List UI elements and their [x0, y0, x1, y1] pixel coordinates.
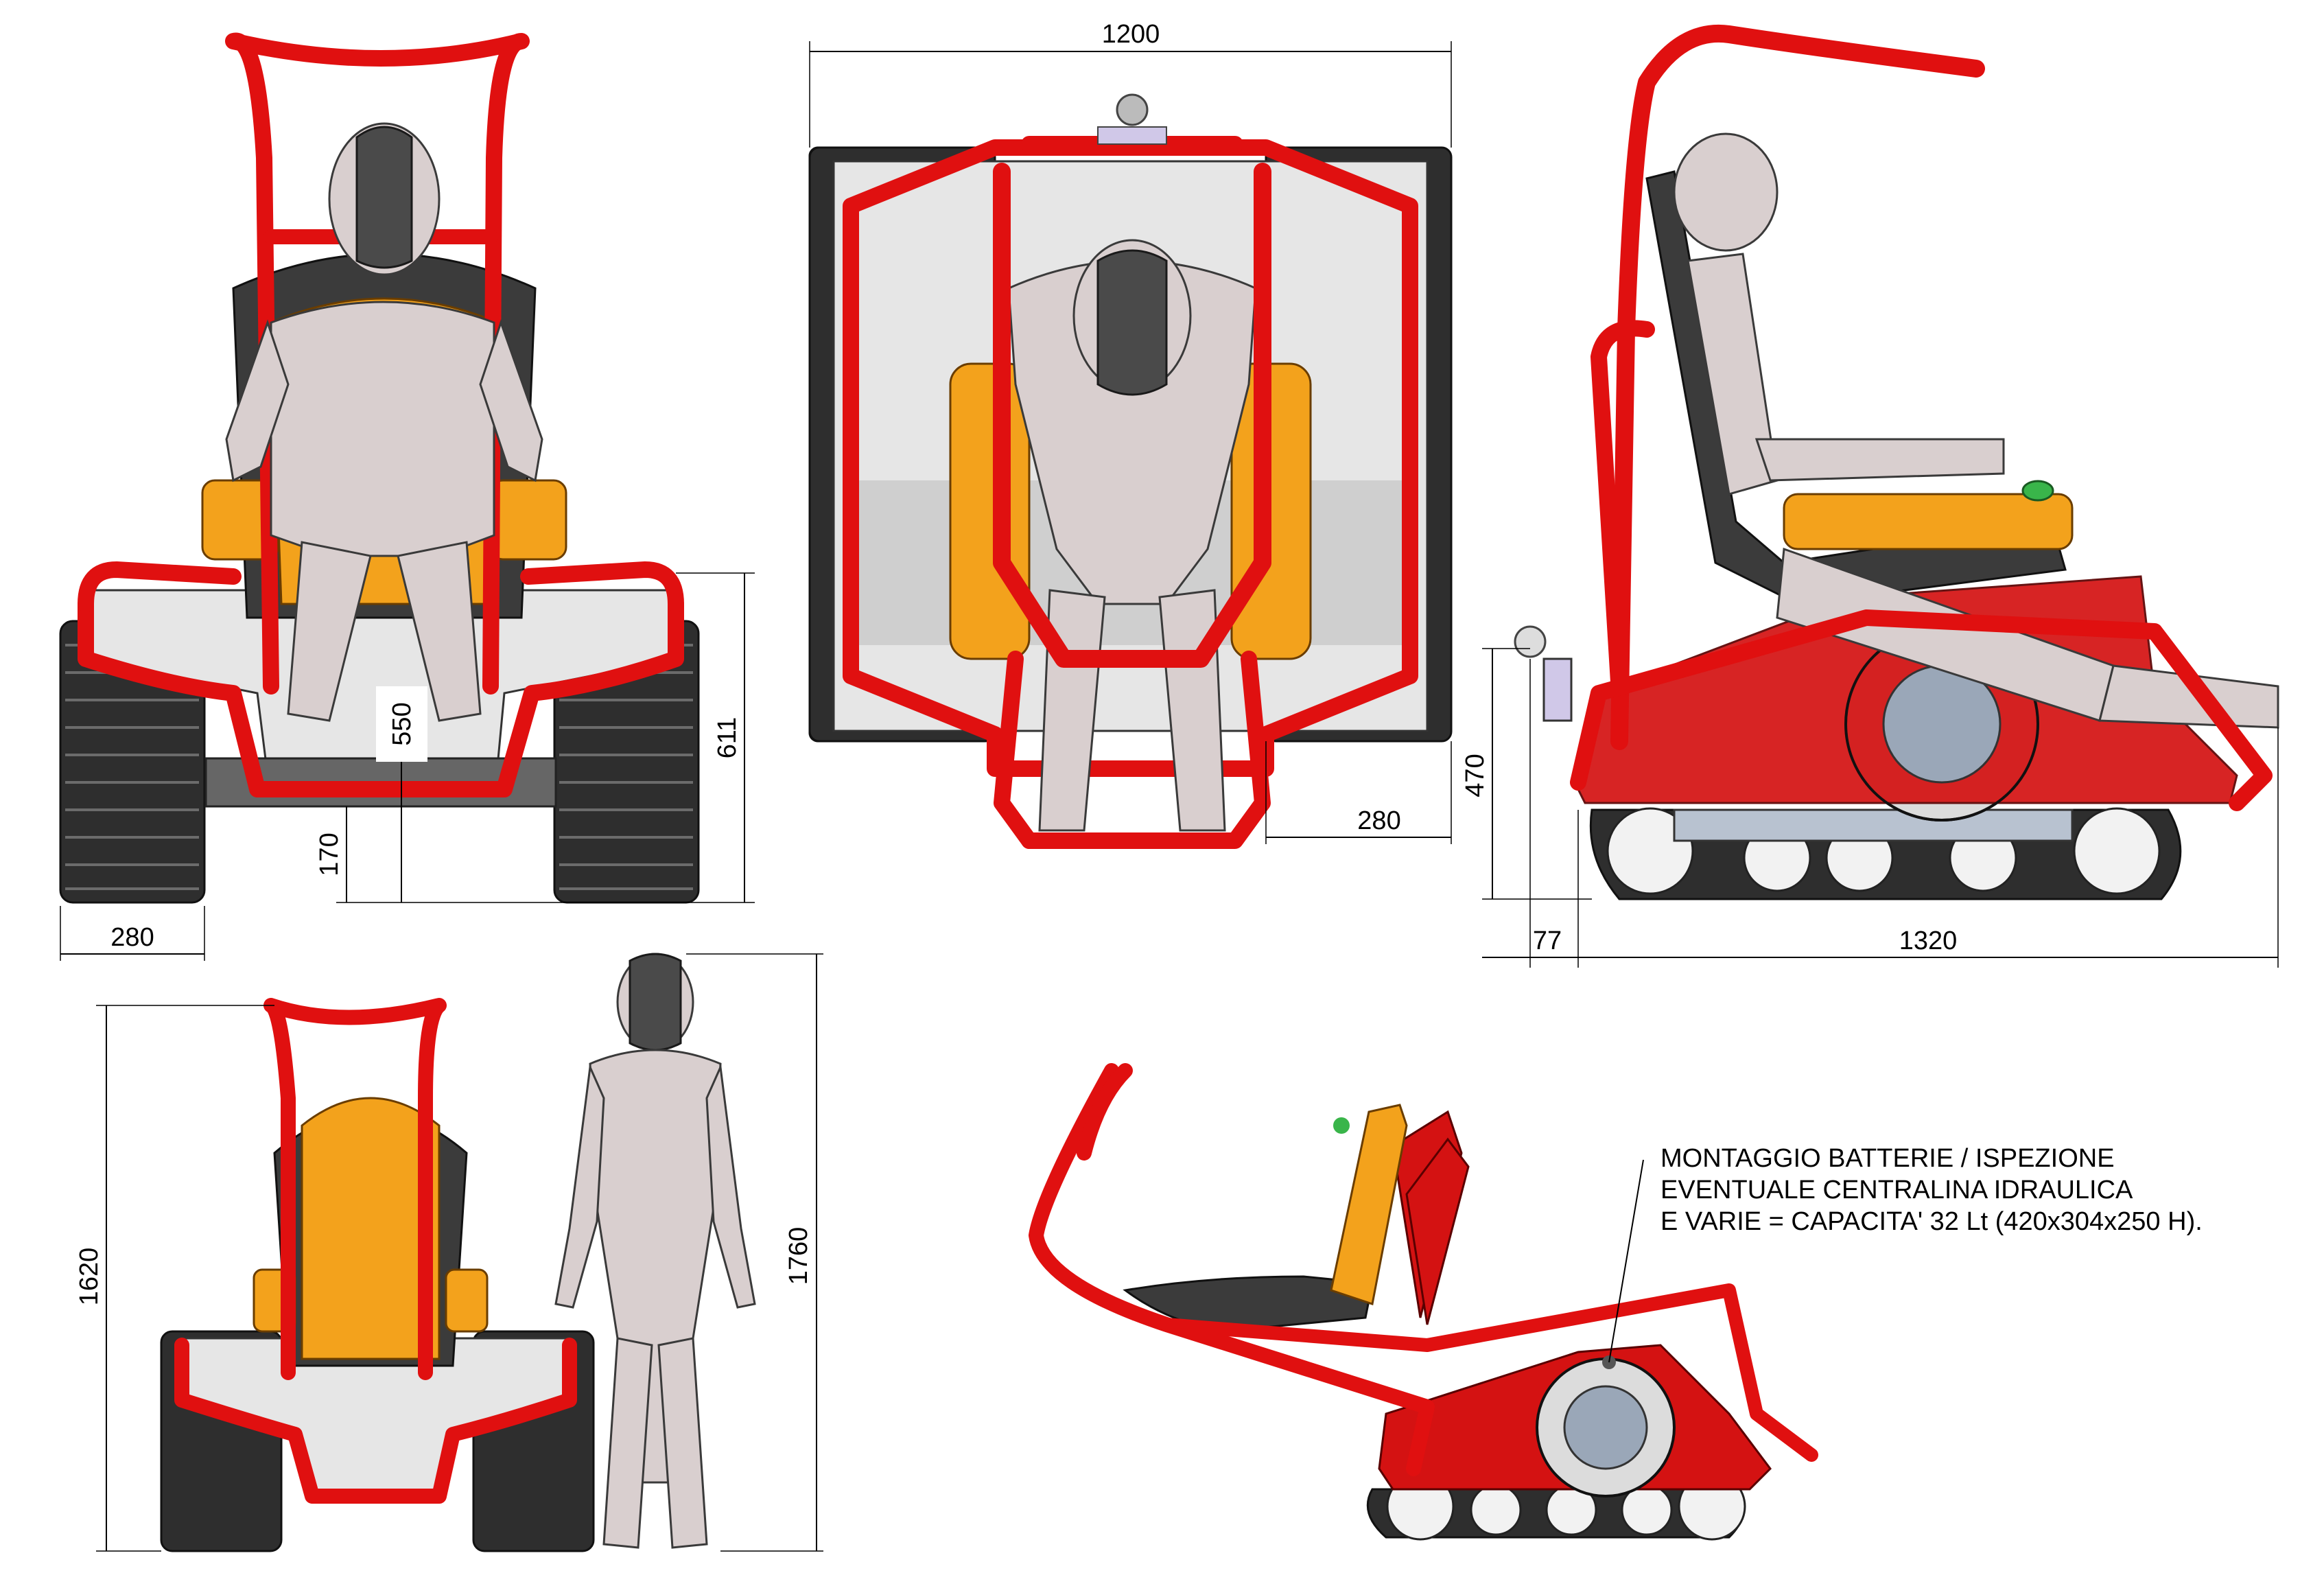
- top-hitch-mount: [1097, 126, 1167, 145]
- battery-note: MONTAGGIO BATTERIE / ISPEZIONE EVENTUALE…: [1660, 1144, 2203, 1236]
- side-dimension-470: 470: [1461, 648, 1592, 900]
- front-platform-height-label: 611: [713, 717, 742, 759]
- side-lower-frame: [1570, 609, 2273, 811]
- top-mannequin: [1007, 239, 1257, 832]
- side-overall-length-label: 1320: [1899, 927, 1958, 955]
- iso-roll-bar-top: [1077, 1063, 1133, 1161]
- rear-view: 1620: [75, 998, 595, 1552]
- side-dimension-77: 77: [1482, 659, 1579, 968]
- person-height-label: 1760: [784, 1227, 813, 1285]
- rear-dimension-1620: 1620: [75, 1005, 274, 1552]
- side-hitch-ball: [1514, 625, 1547, 658]
- side-armrest: [1783, 493, 2074, 550]
- iso-seat-cushion: [1123, 1275, 1374, 1333]
- side-rear-overhang-label: 77: [1533, 927, 1562, 955]
- front-left-frame-arm: [78, 561, 242, 612]
- top-hitch-ball: [1116, 93, 1149, 126]
- side-view: 470 77 1320: [1461, 24, 2279, 968]
- note-line-2: EVENTUALE CENTRALINA IDRAULICA: [1660, 1176, 2133, 1204]
- front-seat-height-label: 550: [388, 702, 416, 745]
- side-joystick-button: [2021, 480, 2054, 502]
- top-footrest-frame: [1021, 651, 1271, 849]
- front-right-armrest: [489, 479, 567, 561]
- top-footrest-frame-left: [994, 651, 1037, 849]
- front-view: 280 550 170 611: [59, 32, 755, 961]
- rear-bumper-frame: [174, 1338, 577, 1504]
- person-right-leg: [657, 1337, 708, 1549]
- top-dimension-280: 280: [1265, 741, 1452, 844]
- note-line-1: MONTAGGIO BATTERIE / ISPEZIONE: [1660, 1144, 2115, 1173]
- top-dimension-1200: 1200: [809, 20, 1452, 148]
- front-roll-bar: [225, 32, 530, 695]
- side-dimension-1320: 1320: [1578, 727, 2279, 968]
- front-left-track: [59, 620, 206, 904]
- front-ground-clearance-label: 170: [315, 832, 344, 876]
- front-dimension-170: 170: [315, 806, 700, 903]
- iso-leader-line: [1608, 1159, 1644, 1363]
- person-dimension-1760: 1760: [686, 953, 823, 1552]
- person-body: [589, 1049, 722, 1484]
- iso-joystick: [1333, 1117, 1350, 1134]
- side-mannequin: [1673, 132, 2279, 729]
- front-dimension-611: 611: [676, 572, 755, 903]
- top-left-armrest: [949, 362, 1031, 660]
- front-bumper-bar: [78, 596, 684, 797]
- isometric-view: [1029, 1063, 1818, 1541]
- front-track-width-label: 280: [110, 923, 154, 952]
- top-overall-width-label: 1200: [1102, 20, 1160, 49]
- rear-right-armrest: [445, 1268, 489, 1333]
- front-dimension-280: 280: [60, 906, 205, 961]
- front-right-frame-arm: [520, 561, 684, 612]
- person-reference: 1760: [554, 953, 823, 1552]
- iso-sprocket-hub: [1563, 1385, 1648, 1470]
- person-left-arm: [554, 1063, 605, 1309]
- rear-roll-bar: [263, 998, 447, 1380]
- side-hitch-height-label: 470: [1461, 754, 1490, 797]
- top-roll-bar: [993, 163, 1271, 668]
- iso-roll-bar: [1029, 1063, 1435, 1476]
- top-track-width-label: 280: [1357, 806, 1400, 835]
- iso-lower-frame: [1160, 1283, 1818, 1462]
- front-mannequin: [225, 122, 543, 722]
- side-rear-brace: [1591, 320, 1655, 701]
- rear-overall-height-label: 1620: [75, 1248, 104, 1306]
- note-line-3: E VARIE = CAPACITA' 32 Lt (420x304x250 H…: [1660, 1207, 2203, 1236]
- person-left-leg: [602, 1337, 653, 1549]
- side-bogie-rail: [1673, 808, 2074, 842]
- side-roll-bar: [1610, 24, 1985, 750]
- person-right-arm: [705, 1063, 756, 1309]
- top-view: 1200 280: [808, 20, 1453, 849]
- iso-seat-back: [1330, 1104, 1408, 1305]
- side-hitch-plate: [1542, 657, 1573, 722]
- front-dimension-550: 550: [376, 686, 427, 902]
- rear-seat-back: [301, 1097, 441, 1360]
